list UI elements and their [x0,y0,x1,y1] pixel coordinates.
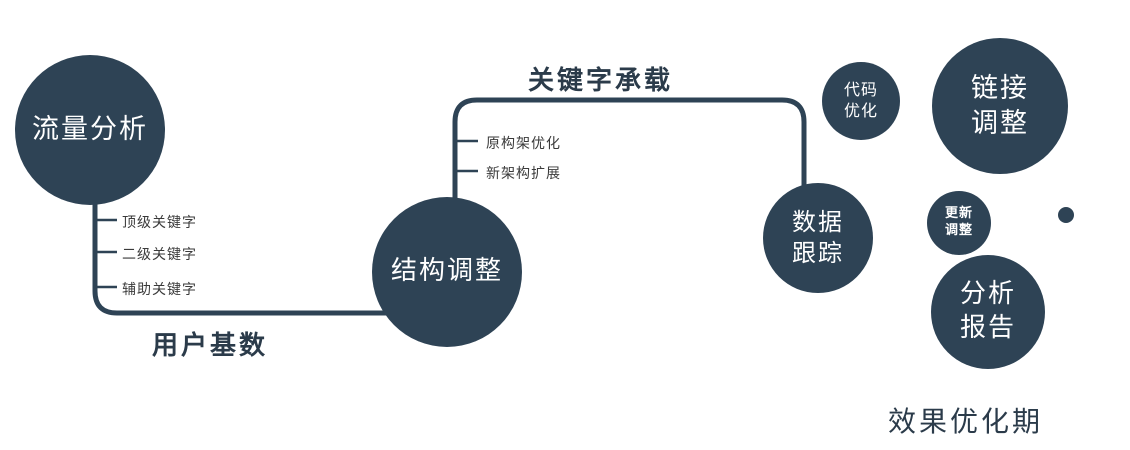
branch-label-arch-expand: 新架构扩展 [486,166,561,182]
node-label: 结构调整 [390,256,503,287]
node-code-optimize: 代码 优化 [822,62,900,140]
footer-caption: 效果优化期 [888,405,1044,438]
branch-label-arch-optimize: 原构架优化 [486,136,561,152]
node-analysis-report: 分析 报告 [931,255,1045,369]
connector-traffic-to-structure [92,185,445,316]
edge-label-keyword-carry: 关键字承载 [528,66,674,96]
node-label-line: 跟踪 [792,239,844,267]
node-label-line: 数据 [792,207,844,236]
node-label-line: 代码 [843,80,878,100]
node-update-adjust: 更新 调整 [927,191,991,255]
node-label-line: 分析 [959,279,1016,310]
node-label-line: 报告 [959,313,1016,343]
branch-label-top-keyword: 顶级关键字 [122,215,197,231]
node-link-adjust: 链接 调整 [932,38,1068,174]
node-label-line: 优化 [843,101,878,120]
node-label: 流量分析 [32,114,148,146]
node-label-line: 调整 [971,108,1029,139]
small-dot [1058,207,1074,223]
branch-label-aux-keyword: 辅助关键字 [122,282,197,298]
node-data-tracking: 数据 跟踪 [763,183,873,293]
node-label-line: 链接 [971,72,1029,104]
node-label-line: 调整 [944,223,973,238]
connector-structure-to-tracking [452,97,807,210]
branch-label-second-keyword: 二级关键字 [122,247,197,263]
node-structure-adjust: 结构调整 [372,197,522,347]
edge-label-user-base: 用户基数 [152,331,269,361]
node-traffic-analysis: 流量分析 [15,55,165,205]
node-label-line: 更新 [944,206,973,222]
